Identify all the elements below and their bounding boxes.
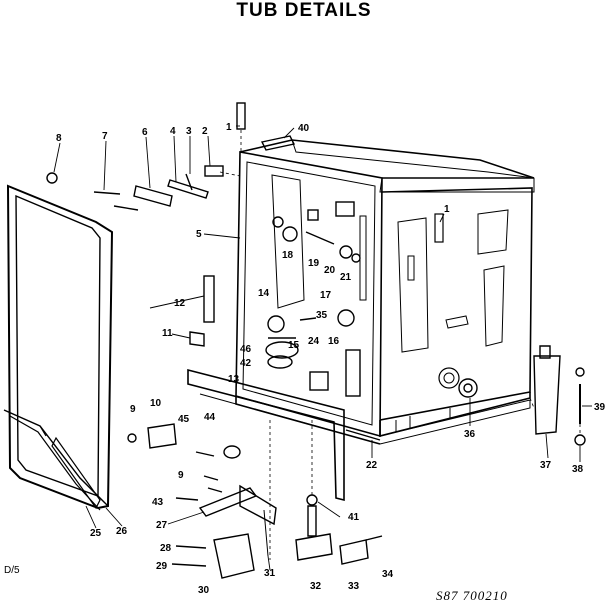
- tub-assembly: [235, 139, 535, 445]
- drawing-code: S87 700210: [436, 588, 508, 603]
- part-top-fitting: [335, 201, 355, 217]
- callout-20: 20: [324, 265, 336, 276]
- callout-7: 7: [102, 131, 108, 142]
- callout-11: 11: [162, 328, 173, 339]
- callout-19: 19: [308, 258, 320, 269]
- part-6-hinge: [133, 185, 173, 207]
- part-10-hinge-bracket: [147, 423, 177, 449]
- callout-22: 22: [366, 460, 378, 471]
- callout-29: 29: [156, 561, 168, 572]
- part-1-bracket: [236, 102, 246, 130]
- callout-17: 17: [320, 290, 332, 301]
- callout-21: 21: [340, 272, 352, 283]
- callout-39: 39: [594, 402, 606, 413]
- callout-38: 38: [572, 464, 584, 475]
- callout-18: 18: [282, 250, 294, 261]
- callout-44: 44: [204, 412, 216, 423]
- part-27-plate: [198, 487, 258, 517]
- callout-16: 16: [328, 336, 340, 347]
- part-36-wheel: [458, 378, 478, 398]
- part-9-screws-2: [203, 475, 223, 493]
- callout-28: 28: [160, 543, 172, 554]
- door-gasket: [3, 184, 114, 511]
- part-3-screw: [185, 173, 193, 191]
- callout-2: 2: [202, 126, 208, 137]
- callout-24: 24: [308, 336, 320, 347]
- part-38-nut: [574, 434, 586, 446]
- part-28-screw: [175, 545, 207, 549]
- callout-14: 14: [258, 288, 270, 299]
- callout-30: 30: [198, 585, 210, 596]
- part-43-screw: [175, 497, 199, 501]
- part-41-washer: [306, 494, 318, 506]
- callout-9b: 9: [178, 470, 184, 481]
- part-29-screw: [171, 563, 207, 567]
- leader-lines: [53, 125, 592, 571]
- part-2-block: [204, 165, 224, 177]
- callout-labels: 1 1 2 3 4 5 6 7 8 9 9 10 11 12 13 14 15 …: [56, 122, 606, 596]
- part-24-bracket: [309, 371, 329, 391]
- part-20-fitting: [339, 245, 353, 259]
- part-30-latch: [213, 533, 255, 579]
- part-22-rail: [345, 429, 381, 441]
- part-35-screw: [299, 317, 317, 321]
- callout-34: 34: [382, 569, 394, 580]
- callout-41: 41: [348, 512, 360, 523]
- page-title: TUB DETAILS: [236, 0, 372, 21]
- part-8-nut: [46, 172, 58, 184]
- callout-8: 8: [56, 133, 62, 144]
- part-12-bracket: [203, 275, 215, 323]
- part-32-post: [307, 505, 317, 537]
- part-18-hub: [282, 226, 298, 242]
- callout-1-side: 1: [444, 204, 450, 215]
- callout-37: 37: [540, 460, 552, 471]
- part-9-screw: [127, 433, 137, 443]
- callout-46: 46: [240, 344, 252, 355]
- part-16-guard: [345, 349, 361, 397]
- callout-3: 3: [186, 126, 192, 137]
- callout-27: 27: [156, 520, 168, 531]
- part-21-washer: [351, 253, 361, 263]
- callout-10: 10: [150, 398, 162, 409]
- callout-26: 26: [116, 526, 128, 537]
- callout-5: 5: [196, 229, 202, 240]
- callout-36: 36: [464, 429, 476, 440]
- callout-1-top: 1: [226, 122, 232, 133]
- callout-40: 40: [298, 123, 310, 134]
- part-11-bracket: [189, 331, 205, 347]
- callout-6: 6: [142, 127, 148, 138]
- part-17-grommet: [337, 309, 355, 327]
- callout-15: 15: [288, 340, 300, 351]
- callout-42: 42: [240, 358, 252, 369]
- part-42-seal: [267, 355, 293, 369]
- part-45-screw: [195, 451, 215, 457]
- callout-25: 25: [90, 528, 102, 539]
- callout-31: 31: [264, 568, 276, 579]
- part-34-screw: [365, 535, 383, 541]
- part-40-clip: [260, 135, 296, 151]
- diagram-note: D/5: [4, 565, 20, 576]
- callout-4: 4: [170, 126, 176, 137]
- callout-43: 43: [152, 497, 164, 508]
- callout-35: 35: [316, 310, 328, 321]
- part-15-impeller: [265, 341, 299, 359]
- callout-33: 33: [348, 581, 360, 592]
- part-19-tube: [305, 231, 335, 245]
- part-31-link: [239, 484, 277, 526]
- part-13-base-rail: [187, 368, 345, 502]
- callout-12: 12: [174, 298, 186, 309]
- part-4-rail: [167, 179, 209, 199]
- callout-32: 32: [310, 581, 322, 592]
- callout-9: 9: [130, 404, 136, 415]
- callout-13: 13: [228, 374, 240, 385]
- part-7-screws: [93, 191, 139, 211]
- construction-lines: [219, 130, 581, 560]
- part-33-bracket: [339, 539, 369, 565]
- part-44-cam: [223, 445, 241, 459]
- callout-45: 45: [178, 414, 190, 425]
- part-14-pump: [267, 315, 285, 333]
- part-37-panel: [533, 355, 561, 435]
